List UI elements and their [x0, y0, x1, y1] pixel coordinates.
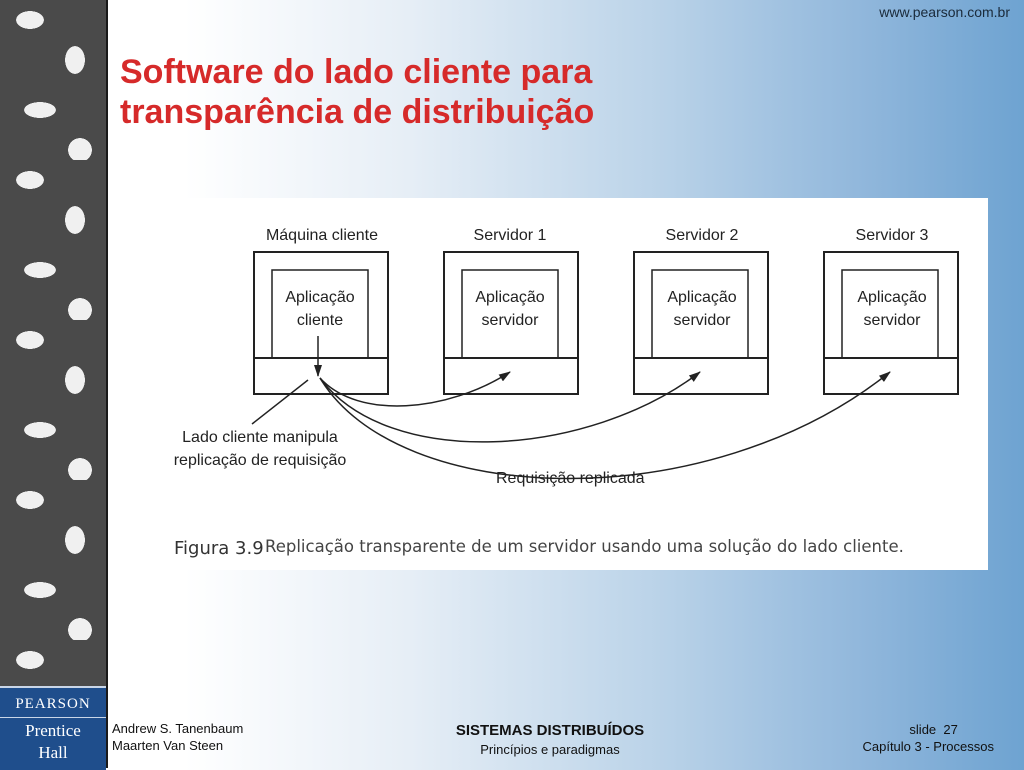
client-machine-heading: Máquina cliente — [266, 227, 378, 244]
footer-chapter: Capítulo 3 - Processos — [862, 739, 994, 754]
arrow-to-server-1 — [319, 371, 511, 407]
replication-diagram: Máquina cliente Aplicação cliente Servid… — [174, 227, 959, 559]
client-app-box — [271, 269, 369, 359]
server-1-app-box — [461, 269, 559, 359]
footer-slide-number: 27 — [943, 722, 958, 737]
server-2-app-line2: servidor — [674, 312, 732, 329]
footer-author-1: Andrew S. Tanenbaum — [112, 721, 244, 736]
server-1-app-line2: servidor — [482, 312, 540, 329]
annotation-line2: replicação de requisição — [174, 452, 347, 469]
footer-author-2: Maarten Van Steen — [112, 738, 224, 753]
server-3-app-line1: Aplicação — [857, 289, 926, 306]
server-1-machine: Servidor 1 Aplicação servidor — [443, 227, 579, 395]
client-machine-frame — [253, 251, 389, 395]
server-2-app-line1: Aplicação — [667, 289, 736, 306]
server-3-heading: Servidor 3 — [856, 227, 929, 244]
annotation-line1: Lado cliente manipula — [182, 429, 338, 446]
server-2-machine: Servidor 2 Aplicação servidor — [633, 227, 769, 395]
slide-title-line1: Software do lado cliente para — [120, 53, 593, 91]
figure-caption-text: Replicação transparente de um servidor u… — [265, 537, 904, 556]
logo-line-hall: Hall — [38, 743, 68, 762]
client-app-line1: Aplicação — [285, 289, 354, 306]
footer-book-title: SISTEMAS DISTRIBUÍDOS — [455, 722, 645, 739]
server-3-app-line2: servidor — [864, 312, 922, 329]
slide-title-line2: transparência de distribuição — [120, 93, 595, 131]
arrow-to-server-2 — [319, 371, 701, 443]
server-3-app-box — [841, 269, 939, 359]
logo-line-prentice: Prentice — [25, 721, 81, 740]
footer-slide-info: slide 27 Capítulo 3 - Processos — [862, 721, 994, 755]
server-3-frame — [823, 251, 959, 395]
figure-panel: Máquina cliente Aplicação cliente Servid… — [148, 198, 988, 570]
decorative-sidebar — [0, 0, 108, 768]
footer-slide-line: slide 27 — [862, 721, 994, 738]
annotation-pointer — [251, 379, 309, 425]
server-2-heading: Servidor 2 — [666, 227, 739, 244]
publisher-url: www.pearson.com.br — [879, 4, 1010, 20]
footer-slide-label: slide — [909, 722, 937, 737]
server-2-frame — [633, 251, 769, 395]
footer-book: SISTEMAS DISTRIBUÍDOS Princípios e parad… — [400, 722, 700, 758]
pearson-prentice-hall-logo: PEARSON Prentice Hall — [0, 686, 106, 770]
request-label: Requisição replicada — [496, 470, 645, 487]
figure-caption-label: Figura 3.9 — [174, 538, 264, 559]
logo-brand: PEARSON — [0, 696, 106, 718]
server-3-machine: Servidor 3 Aplicação servidor — [823, 227, 959, 395]
server-2-app-box — [651, 269, 749, 359]
client-machine: Máquina cliente Aplicação cliente — [253, 227, 389, 395]
client-app-line2: cliente — [297, 312, 343, 329]
server-1-heading: Servidor 1 — [474, 227, 547, 244]
slide-title: Software do lado cliente para transparên… — [120, 52, 760, 132]
server-1-frame — [443, 251, 579, 395]
footer-authors: Andrew S. Tanenbaum Maarten Van Steen — [112, 720, 243, 754]
footer-book-subtitle: Princípios e paradigmas — [480, 742, 620, 757]
arrow-to-server-3 — [319, 371, 891, 480]
server-1-app-line1: Aplicação — [475, 289, 544, 306]
